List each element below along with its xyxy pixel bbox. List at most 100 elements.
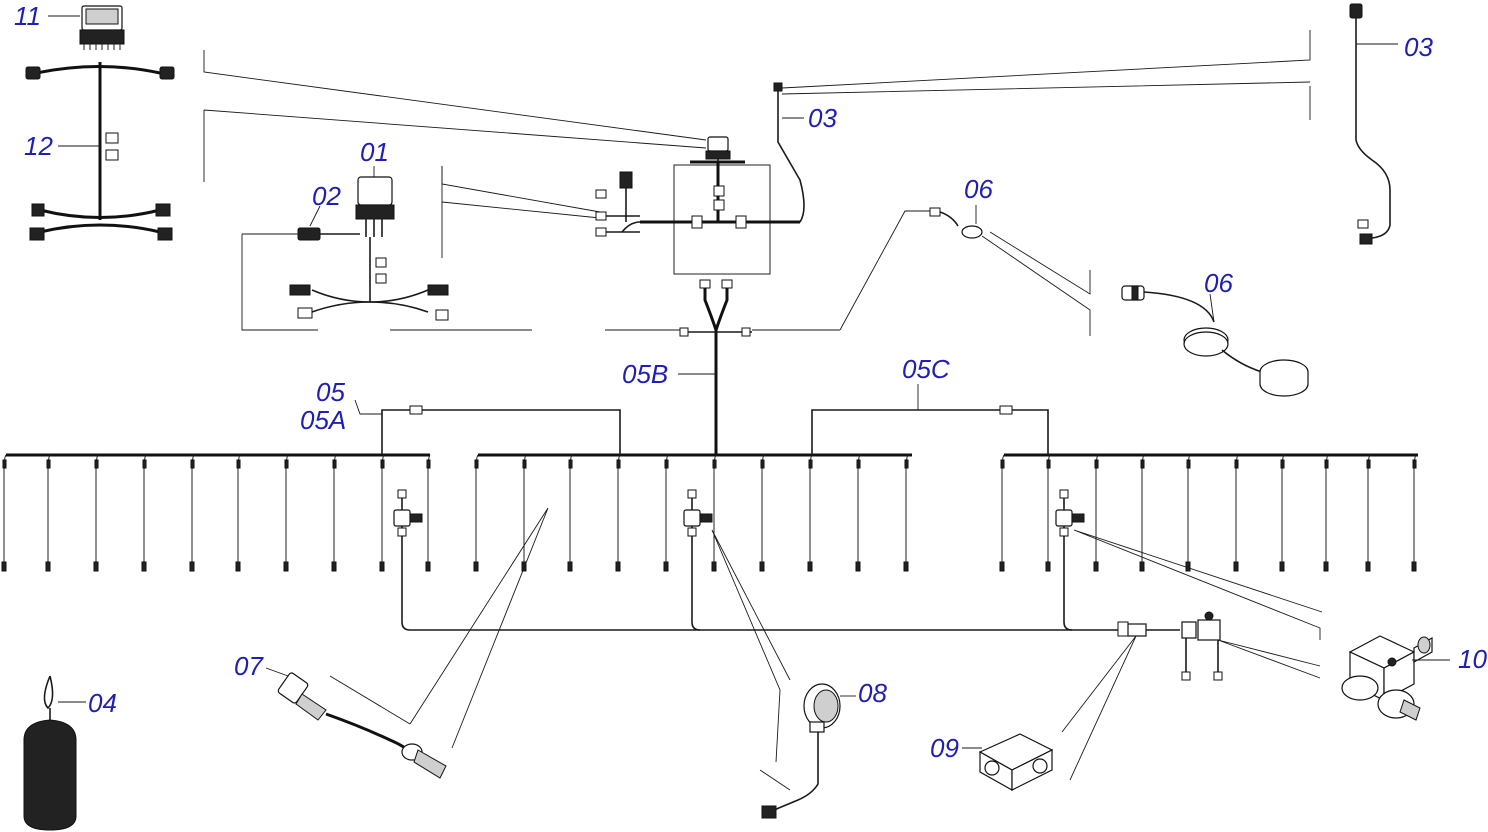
nozzle-drop-12: [523, 454, 527, 562]
leader-07: [265, 667, 289, 677]
drop-connector-5: [190, 459, 195, 469]
section-valve-left[interactable]: [393, 489, 423, 540]
nozzle-connector-1[interactable]: [1, 561, 7, 572]
nozzle-connector-28[interactable]: [1323, 561, 1329, 572]
nozzle-connector-24[interactable]: [1139, 561, 1145, 572]
part-12-main-harness[interactable]: [25, 62, 175, 241]
nozzle-connector-29[interactable]: [1365, 561, 1371, 572]
section-valve-right[interactable]: [1055, 489, 1085, 540]
drop-connector-18: [808, 459, 813, 469]
drop-connector-21: [1000, 459, 1005, 469]
nozzle-drop-1: [3, 454, 7, 562]
drop-connector-19: [856, 459, 861, 469]
part-01-control-box[interactable]: [355, 176, 395, 237]
nozzle-connector-2[interactable]: [45, 561, 51, 572]
part-07-pressure-sensor[interactable]: [277, 672, 447, 779]
nozzle-drop-29: [1367, 454, 1371, 562]
nozzle-connector-19[interactable]: [855, 561, 861, 572]
nozzle-drop-13: [569, 454, 573, 562]
projection-lines-01: [441, 166, 601, 219]
nozzle-connector-4[interactable]: [141, 561, 147, 572]
nozzle-drop-20: [905, 454, 909, 562]
nozzle-connector-9[interactable]: [379, 561, 385, 572]
nozzle-drop-18: [809, 454, 813, 562]
part-10-section-valve[interactable]: [1341, 635, 1433, 721]
part-03-extension-cable[interactable]: [1349, 3, 1391, 245]
callout-05: 05: [316, 377, 345, 407]
drop-connector-22: [1046, 459, 1051, 469]
drop-connector-26: [1234, 459, 1239, 469]
nozzle-connector-6[interactable]: [235, 561, 241, 572]
nozzle-drop-23: [1095, 454, 1099, 562]
nozzle-connector-13[interactable]: [567, 561, 573, 572]
nozzle-drop-3: [95, 454, 99, 562]
nozzle-connector-25[interactable]: [1185, 561, 1191, 572]
nozzle-connector-30[interactable]: [1411, 561, 1417, 572]
leader-02: [309, 205, 321, 227]
part-05-boom-harness[interactable]: [6, 405, 1418, 457]
nozzle-connector-15[interactable]: [663, 561, 669, 572]
nozzle-connector-12[interactable]: [521, 561, 527, 572]
part-08-flow-meter[interactable]: [761, 683, 841, 819]
nozzle-drop-27: [1281, 454, 1285, 562]
nozzle-drop-22: [1047, 454, 1051, 562]
nozzle-connector-17[interactable]: [759, 561, 765, 572]
part-05B-trunk[interactable]: [679, 279, 752, 455]
drop-connector-25: [1186, 459, 1191, 469]
nozzle-drop-8: [333, 454, 337, 562]
part-11-display-unit[interactable]: [79, 5, 125, 50]
callout-08: 08: [858, 678, 887, 708]
nozzle-connector-10[interactable]: [425, 561, 431, 572]
nozzle-drop-15: [665, 454, 669, 562]
drop-connector-2: [46, 459, 51, 469]
nozzle-drop-5: [191, 454, 195, 562]
pressure-line[interactable]: [401, 540, 1223, 681]
nozzle-connector-27[interactable]: [1279, 561, 1285, 572]
callout-03-center: 03: [808, 103, 837, 133]
nozzle-drops: [1, 454, 1417, 572]
part-06-antenna-detail[interactable]: [1121, 285, 1309, 397]
drop-connector-7: [284, 459, 289, 469]
nozzle-drop-9: [381, 454, 385, 562]
part-09-control-valve[interactable]: [978, 733, 1054, 792]
nozzle-connector-26[interactable]: [1233, 561, 1239, 572]
section-valve-center[interactable]: [683, 489, 713, 540]
nozzle-connector-23[interactable]: [1093, 561, 1099, 572]
nozzle-connector-3[interactable]: [93, 561, 99, 572]
drop-connector-10: [426, 459, 431, 469]
nozzle-connector-16[interactable]: [711, 561, 717, 572]
callout-02: 02: [312, 181, 341, 211]
nozzle-connector-18[interactable]: [807, 561, 813, 572]
drop-connector-17: [760, 459, 765, 469]
nozzle-connector-14[interactable]: [615, 561, 621, 572]
drop-connector-8: [332, 459, 337, 469]
nozzle-connector-7[interactable]: [283, 561, 289, 572]
nozzle-connector-22[interactable]: [1045, 561, 1051, 572]
nozzle-drop-7: [285, 454, 289, 562]
drop-connector-1: [2, 459, 7, 469]
nozzle-drop-6: [237, 454, 241, 562]
nozzle-drop-16: [713, 454, 717, 562]
projection-lines-06: [839, 210, 1091, 336]
drop-connector-12: [522, 459, 527, 469]
part-04-cleaning-brush[interactable]: [23, 675, 77, 831]
nozzle-connector-8[interactable]: [331, 561, 337, 572]
nozzle-drop-21: [1001, 454, 1005, 562]
central-junction-harness[interactable]: [595, 82, 805, 275]
drop-connector-16: [712, 459, 717, 469]
drop-connector-13: [568, 459, 573, 469]
part-06-antenna-small[interactable]: [929, 207, 983, 239]
nozzle-connector-11[interactable]: [473, 561, 479, 572]
callout-04: 04: [88, 688, 117, 718]
nozzle-connector-5[interactable]: [189, 561, 195, 572]
leader-05: [354, 399, 382, 415]
nozzle-connector-21[interactable]: [999, 561, 1005, 572]
part-02-sensor-harness[interactable]: [289, 227, 449, 321]
callout-05A: 05A: [300, 405, 346, 435]
drop-connector-24: [1140, 459, 1145, 469]
drop-connector-20: [904, 459, 909, 469]
callout-05C: 05C: [902, 354, 950, 384]
nozzle-connector-20[interactable]: [903, 561, 909, 572]
subassembly-frame-01: [241, 166, 532, 331]
callout-10: 10: [1458, 644, 1487, 674]
